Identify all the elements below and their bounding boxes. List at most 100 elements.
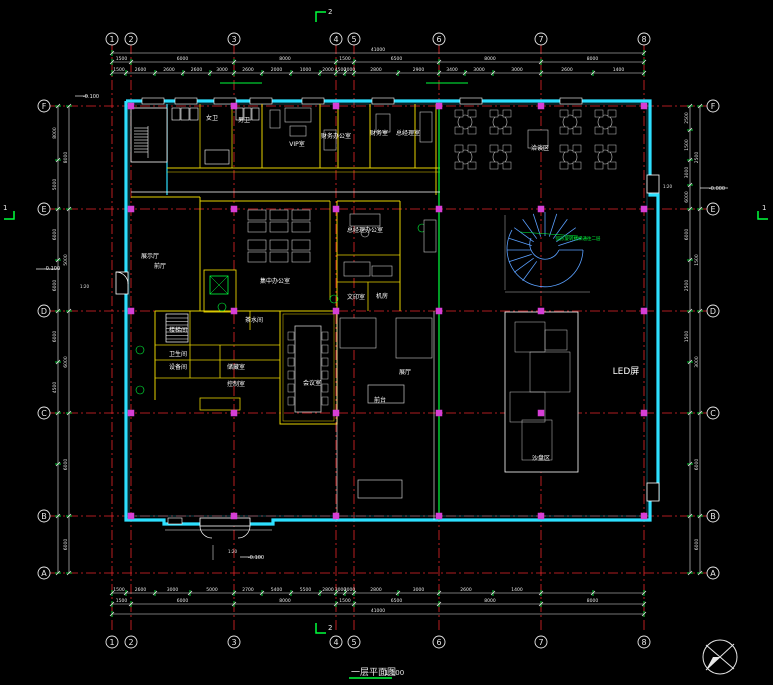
window-top-0	[141, 97, 165, 105]
toilet-stall	[171, 107, 181, 121]
sandbox-block	[544, 329, 568, 351]
axis-label-6: 6	[436, 638, 441, 647]
lift-cross	[209, 275, 229, 295]
dim-top-detail-value: 2600	[163, 67, 175, 73]
dim-top-detail-value: 3400	[446, 67, 458, 73]
axis-bubble-5	[347, 32, 361, 46]
room-label: 楼梯间	[169, 326, 187, 334]
dim-top-detail-value: 2600	[561, 67, 573, 73]
room-label: 总经理办公室	[347, 226, 383, 234]
dim-bottom-axis-slash	[109, 601, 115, 607]
toilet-stall	[180, 107, 190, 121]
dim-right-slash	[687, 257, 693, 263]
lounge-chair	[607, 144, 617, 153]
lounge-chair	[559, 144, 569, 153]
dim-left-axis-slash	[66, 570, 72, 576]
column	[230, 102, 238, 110]
spiral-tread	[522, 261, 538, 281]
room-label: 展厅	[399, 369, 411, 376]
meeting-chair	[287, 331, 295, 341]
dim-left-value: 8000	[52, 127, 58, 139]
dim-top-detail-slash	[180, 70, 186, 76]
dim-top-axis-value: 8000	[587, 56, 599, 62]
walls: 1:201:201:20	[80, 97, 672, 560]
column	[640, 102, 648, 110]
axis-label-6: 6	[436, 35, 441, 44]
sandbox-block	[509, 391, 546, 423]
room-label: LED屏	[613, 366, 640, 377]
dim-right-slash	[687, 127, 693, 133]
axis-bubble-B	[706, 509, 720, 523]
ramp-slope-left: 1:20	[80, 284, 89, 289]
room-label: 集中办公室	[260, 277, 290, 285]
axis-label-3: 3	[231, 638, 236, 647]
meeting-chair	[321, 396, 329, 406]
dim-top-detail-slash	[538, 70, 544, 76]
lounge-chair	[489, 144, 499, 153]
dim-top-detail-value: 1400	[613, 67, 625, 73]
meeting-chair	[287, 357, 295, 367]
axis-bubble-A	[37, 566, 51, 580]
desk	[291, 239, 311, 251]
lounge-chair	[607, 161, 617, 170]
desk	[269, 209, 289, 221]
axis-bubble-8	[637, 635, 651, 649]
dim-top-detail-value: 2800	[370, 67, 382, 73]
dim-bottom-axis-slash	[128, 601, 134, 607]
axis-label-C: C	[41, 409, 47, 418]
room-label: 会议室	[303, 379, 321, 387]
dim-left-slash	[55, 513, 61, 519]
column	[537, 409, 545, 417]
column	[435, 512, 443, 520]
axis-label-4: 4	[333, 35, 338, 44]
axis-label-8: 8	[641, 35, 646, 44]
dim-right-axis-slash	[697, 570, 703, 576]
dim-bottom-detail-slash	[538, 590, 544, 596]
round-table	[597, 149, 613, 165]
dim-bottom-axis-slash	[351, 601, 357, 607]
dim-bottom-detail-slash	[288, 590, 294, 596]
lounge-chair	[559, 109, 569, 118]
axis-label-E: E	[710, 205, 715, 214]
spiral-tread	[558, 237, 582, 247]
dim-top-detail-slash	[288, 70, 294, 76]
dim-top-axis-value: 6000	[177, 56, 189, 62]
spiral-inner	[529, 237, 560, 260]
spiral-tread	[548, 213, 558, 237]
room-label: 前厅	[154, 262, 166, 270]
dim-right-value: 2500	[684, 280, 690, 292]
lounge-chair	[594, 144, 604, 153]
dim-bottom-axis-value: 1500	[116, 598, 128, 604]
column	[640, 409, 648, 417]
dim-right-value: 3000	[684, 167, 690, 179]
dim-top-detail-slash	[152, 70, 158, 76]
axis-label-2: 2	[128, 35, 133, 44]
dim-bottom-detail-slash	[490, 590, 496, 596]
sofa	[284, 107, 312, 123]
toilet-stall	[235, 107, 244, 121]
dim-top-detail-slash	[462, 70, 468, 76]
column	[127, 102, 135, 110]
meeting-chair	[287, 383, 295, 393]
dim-right-axis-slash	[697, 513, 703, 519]
dim-right-axis-slash	[697, 308, 703, 314]
axis-label-3: 3	[231, 35, 236, 44]
room-label: 女卫	[206, 114, 218, 122]
axis-bubble-1	[105, 635, 119, 649]
column	[435, 205, 443, 213]
lounge-chair	[467, 126, 477, 135]
dim-top-axis-slash	[109, 59, 115, 65]
lounge-chair	[454, 109, 464, 118]
dim-bottom-detail-value: 3000	[335, 587, 347, 593]
front-desk	[367, 384, 405, 404]
meeting-table	[294, 325, 322, 413]
column	[230, 512, 238, 520]
dim-bottom-detail-value: 2800	[322, 587, 334, 593]
structural-columns	[127, 102, 648, 520]
axis-bubble-C	[37, 406, 51, 420]
dim-bottom-axis-value: 8000	[279, 598, 291, 604]
spiral-tread	[508, 237, 532, 247]
window-top-1	[174, 97, 198, 105]
dim-left-value: 4500	[52, 382, 58, 394]
dim-bottom-detail-slash	[152, 590, 158, 596]
